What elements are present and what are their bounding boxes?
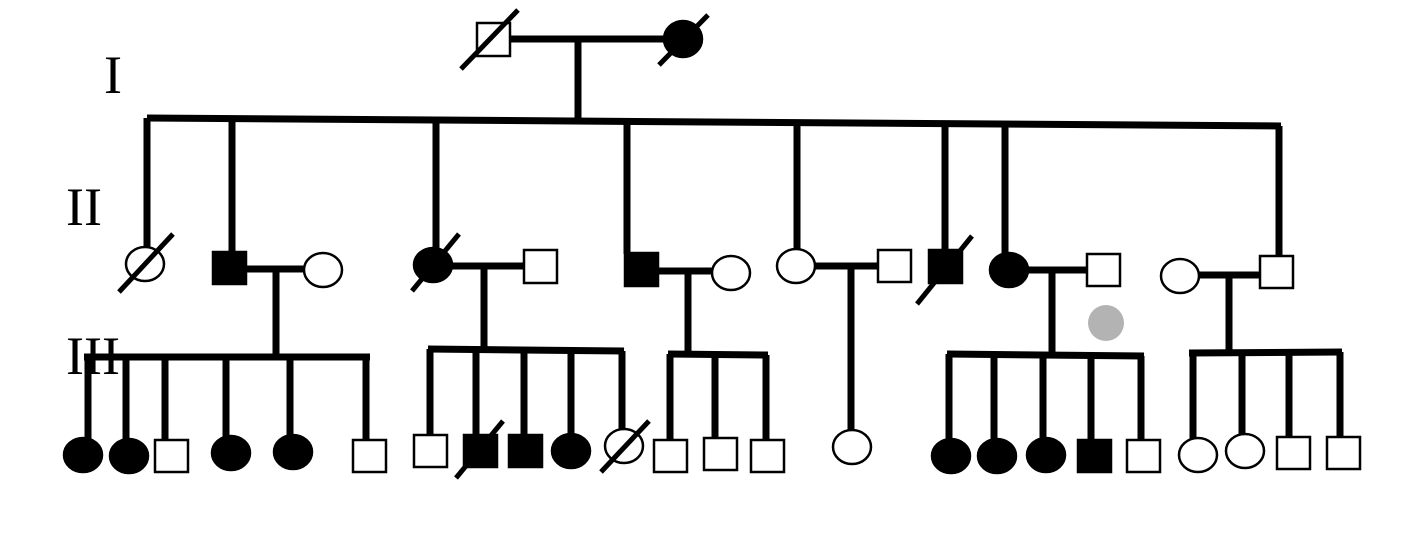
deceased-slash: [459, 8, 520, 71]
deceased-slash: [410, 232, 461, 293]
male-unaffected: [1258, 254, 1295, 290]
deceased-slash: [657, 13, 710, 67]
female-affected: [550, 432, 592, 470]
female-unaffected: [1177, 436, 1219, 474]
deceased-slash: [117, 232, 175, 294]
female-affected: [976, 437, 1018, 475]
male-affected: [211, 250, 248, 286]
male-unaffected: [1125, 438, 1162, 474]
gen-3-sibship-b: [412, 345, 651, 480]
male-unaffected: [412, 433, 449, 469]
male-unaffected: [876, 248, 913, 284]
female-affected: [210, 434, 252, 472]
female-affected: [988, 251, 1030, 289]
grey-dot-marker: [1088, 305, 1124, 341]
male-unaffected: [749, 438, 786, 474]
male-unaffected: [702, 436, 739, 472]
gen-3-sibship-f: [1177, 348, 1362, 474]
generation-label-2: II: [66, 177, 102, 237]
sibship-line-gen-2: [146, 114, 1282, 130]
male-unaffected-deceased: [475, 21, 512, 58]
female-affected: [108, 437, 150, 475]
gen-2-couple-b: [410, 232, 559, 350]
gen-2-couple-c: [623, 251, 752, 354]
sibship-line: [667, 350, 769, 359]
female-unaffected: [831, 428, 873, 466]
gen-1-couple: [459, 8, 710, 121]
male-unaffected: [522, 248, 559, 285]
gen-2-couple-d: [775, 247, 913, 432]
female-unaffected: [302, 251, 344, 289]
gen-2-couple-e: [988, 251, 1122, 354]
female-affected: [1025, 436, 1067, 474]
female-unaffected: [710, 254, 752, 292]
female-affected: [62, 436, 104, 474]
male-unaffected: [153, 438, 190, 474]
male-unaffected: [652, 438, 689, 474]
female-unaffected: [775, 247, 817, 285]
male-unaffected: [1275, 435, 1312, 471]
gen-3-sibship-c: [652, 350, 786, 474]
male-unaffected: [351, 438, 388, 474]
generation-label-1: I: [104, 45, 122, 105]
female-unaffected: [1224, 432, 1266, 470]
female-affected: [272, 433, 314, 471]
gen-2-couple-a: [211, 250, 344, 357]
gen-3-sibship-e: [930, 350, 1162, 475]
male-unaffected: [1325, 435, 1362, 471]
male-affected: [1076, 438, 1113, 474]
female-unaffected: [1159, 257, 1201, 295]
female-affected: [930, 437, 972, 475]
male-affected: [507, 433, 544, 469]
gen-2-couple-f: [1159, 254, 1295, 353]
male-unaffected: [1085, 252, 1122, 288]
deceased-slash: [454, 419, 505, 480]
sibship-line: [1188, 348, 1343, 357]
male-affected: [623, 251, 660, 288]
deceased-slash: [599, 419, 651, 474]
deceased-slash: [915, 234, 974, 306]
gen-3-sibship-a: [62, 353, 388, 475]
